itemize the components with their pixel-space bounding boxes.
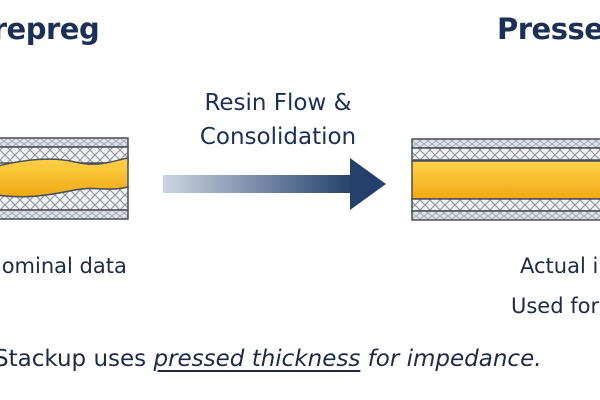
cured-resin-layer [411,160,600,200]
process-label-line-2: Consolidation [199,124,357,150]
top-copper-layer [0,137,129,148]
process-label: Resin Flow & Consolidation [183,86,373,154]
pressed-caption-line-1: Actual in [520,254,600,278]
pressed-heading: Pressed [497,12,600,46]
note-suffix: for impedance. [360,346,542,372]
process-label-line-1: Resin Flow & [204,90,352,116]
bottom-core-layer [411,198,600,212]
top-core-layer [411,147,600,161]
prepreg-caption: Nominal data [0,254,127,278]
note-prefix: Stackup uses [0,346,154,372]
top-copper-layer [411,138,600,149]
process-arrow [163,158,386,210]
prepreg-stack [0,137,129,220]
bottom-core-layer [0,186,129,211]
bottom-copper-layer [411,210,600,221]
pressed-caption-line-2: Used for [511,294,600,318]
note-emphasis: pressed thickness [153,346,361,372]
stackup-note: Stackup uses pressed thickness for imped… [0,346,542,372]
pressed-stack [411,138,600,221]
prepreg-heading: Prepreg [0,12,100,46]
bottom-copper-layer [0,209,129,220]
